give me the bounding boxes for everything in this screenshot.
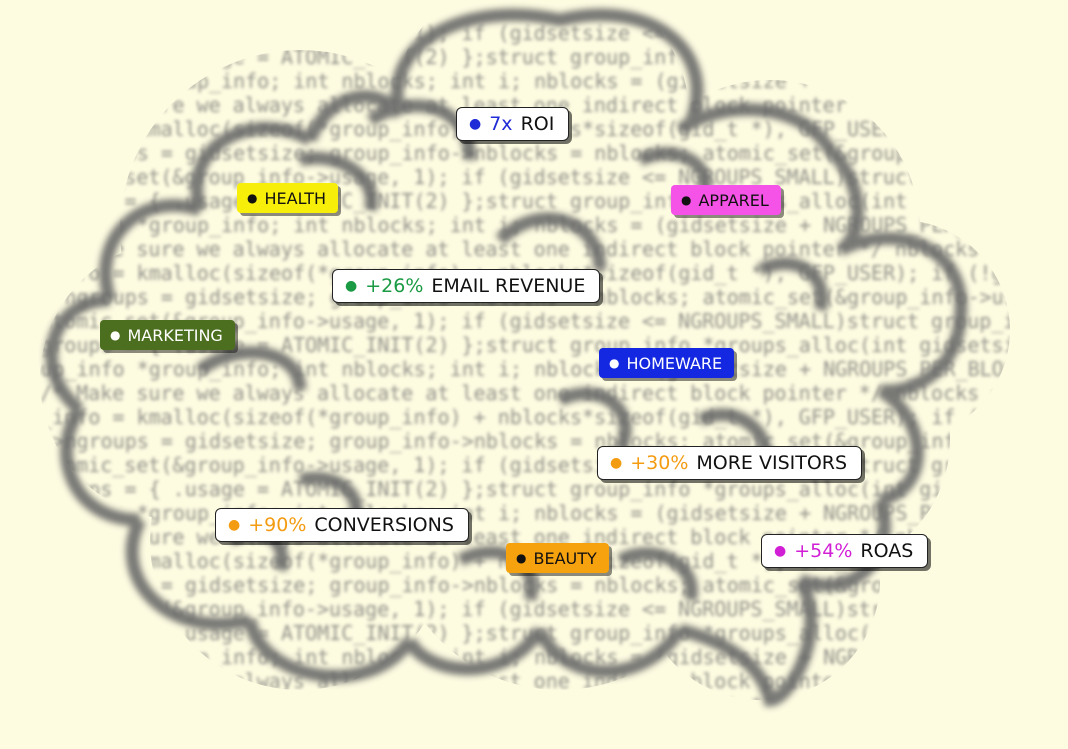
category-label: MARKETING <box>127 325 223 345</box>
bullet-dot-icon: ● <box>610 455 623 471</box>
metric-tag-more-visitors: ● +30% MORE VISITORS <box>597 446 863 480</box>
category-tag-marketing: ● MARKETING <box>100 320 235 350</box>
code-line: struct group_info *group_info; int nbloc… <box>0 645 1068 669</box>
bullet-dot-icon: ● <box>516 551 527 565</box>
metric-label: MORE VISITORS <box>696 452 848 474</box>
bullet-dot-icon: ● <box>469 116 482 132</box>
bullet-dot-icon: ● <box>774 543 787 559</box>
category-label: HOMEWARE <box>626 353 723 373</box>
metric-tag-email-revenue: ● +26% EMAIL REVENUE <box>332 269 601 303</box>
metric-label: EMAIL REVENUE <box>431 275 586 297</box>
metric-value: 7x <box>489 113 513 135</box>
bullet-dot-icon: ● <box>110 328 121 342</box>
code-line: struct group_info *group_info; int nbloc… <box>0 69 1068 93</box>
bullet-dot-icon: ● <box>609 356 620 370</box>
code-line: /* Make sure we always allocate at least… <box>40 381 1068 405</box>
bullet-dot-icon: ● <box>247 191 258 205</box>
metric-label: ROI <box>520 113 555 135</box>
metric-value: +54% <box>794 540 853 562</box>
code-line: /* Make sure we always allocate at least… <box>40 669 1068 693</box>
category-tag-homeware: ● HOMEWARE <box>599 348 735 378</box>
bullet-dot-icon: ● <box>681 193 692 207</box>
category-label: HEALTH <box>264 188 327 208</box>
code-line: init_groups = { .usage = ATOMIC_INIT(2) … <box>0 477 1068 501</box>
category-tag-apparel: ● APPAREL <box>671 185 781 215</box>
code-line: init_groups = { .usage = ATOMIC_INIT(2) … <box>0 45 1068 69</box>
code-line: group_info->ngroups = gidsetsize; group_… <box>0 141 1068 165</box>
category-tag-health: ● HEALTH <box>237 183 339 213</box>
metric-tag-conversions: ● +90% CONVERSIONS <box>215 508 469 542</box>
code-line: struct group_info *group_info; int nbloc… <box>0 357 1068 381</box>
metric-label: CONVERSIONS <box>314 514 454 536</box>
code-line: group_info = kmalloc(sizeof(*group_info)… <box>0 693 1068 717</box>
code-line: group_info = kmalloc(sizeof(*group_info)… <box>0 405 1068 429</box>
metric-value: +30% <box>630 452 689 474</box>
bullet-dot-icon: ● <box>228 517 241 533</box>
category-label: APPAREL <box>698 190 769 210</box>
metric-value: +90% <box>248 514 307 536</box>
metric-label: ROAS <box>860 540 914 562</box>
code-line: struct group_info *group_info; int nbloc… <box>0 501 1068 525</box>
category-tag-beauty: ● BEAUTY <box>506 543 609 573</box>
metric-tag-roas: ● +54% ROAS <box>761 534 929 568</box>
category-label: BEAUTY <box>533 548 597 568</box>
metric-value: +26% <box>365 275 424 297</box>
metric-tag-roi: ● 7x ROI <box>456 107 570 141</box>
bullet-dot-icon: ● <box>345 278 358 294</box>
